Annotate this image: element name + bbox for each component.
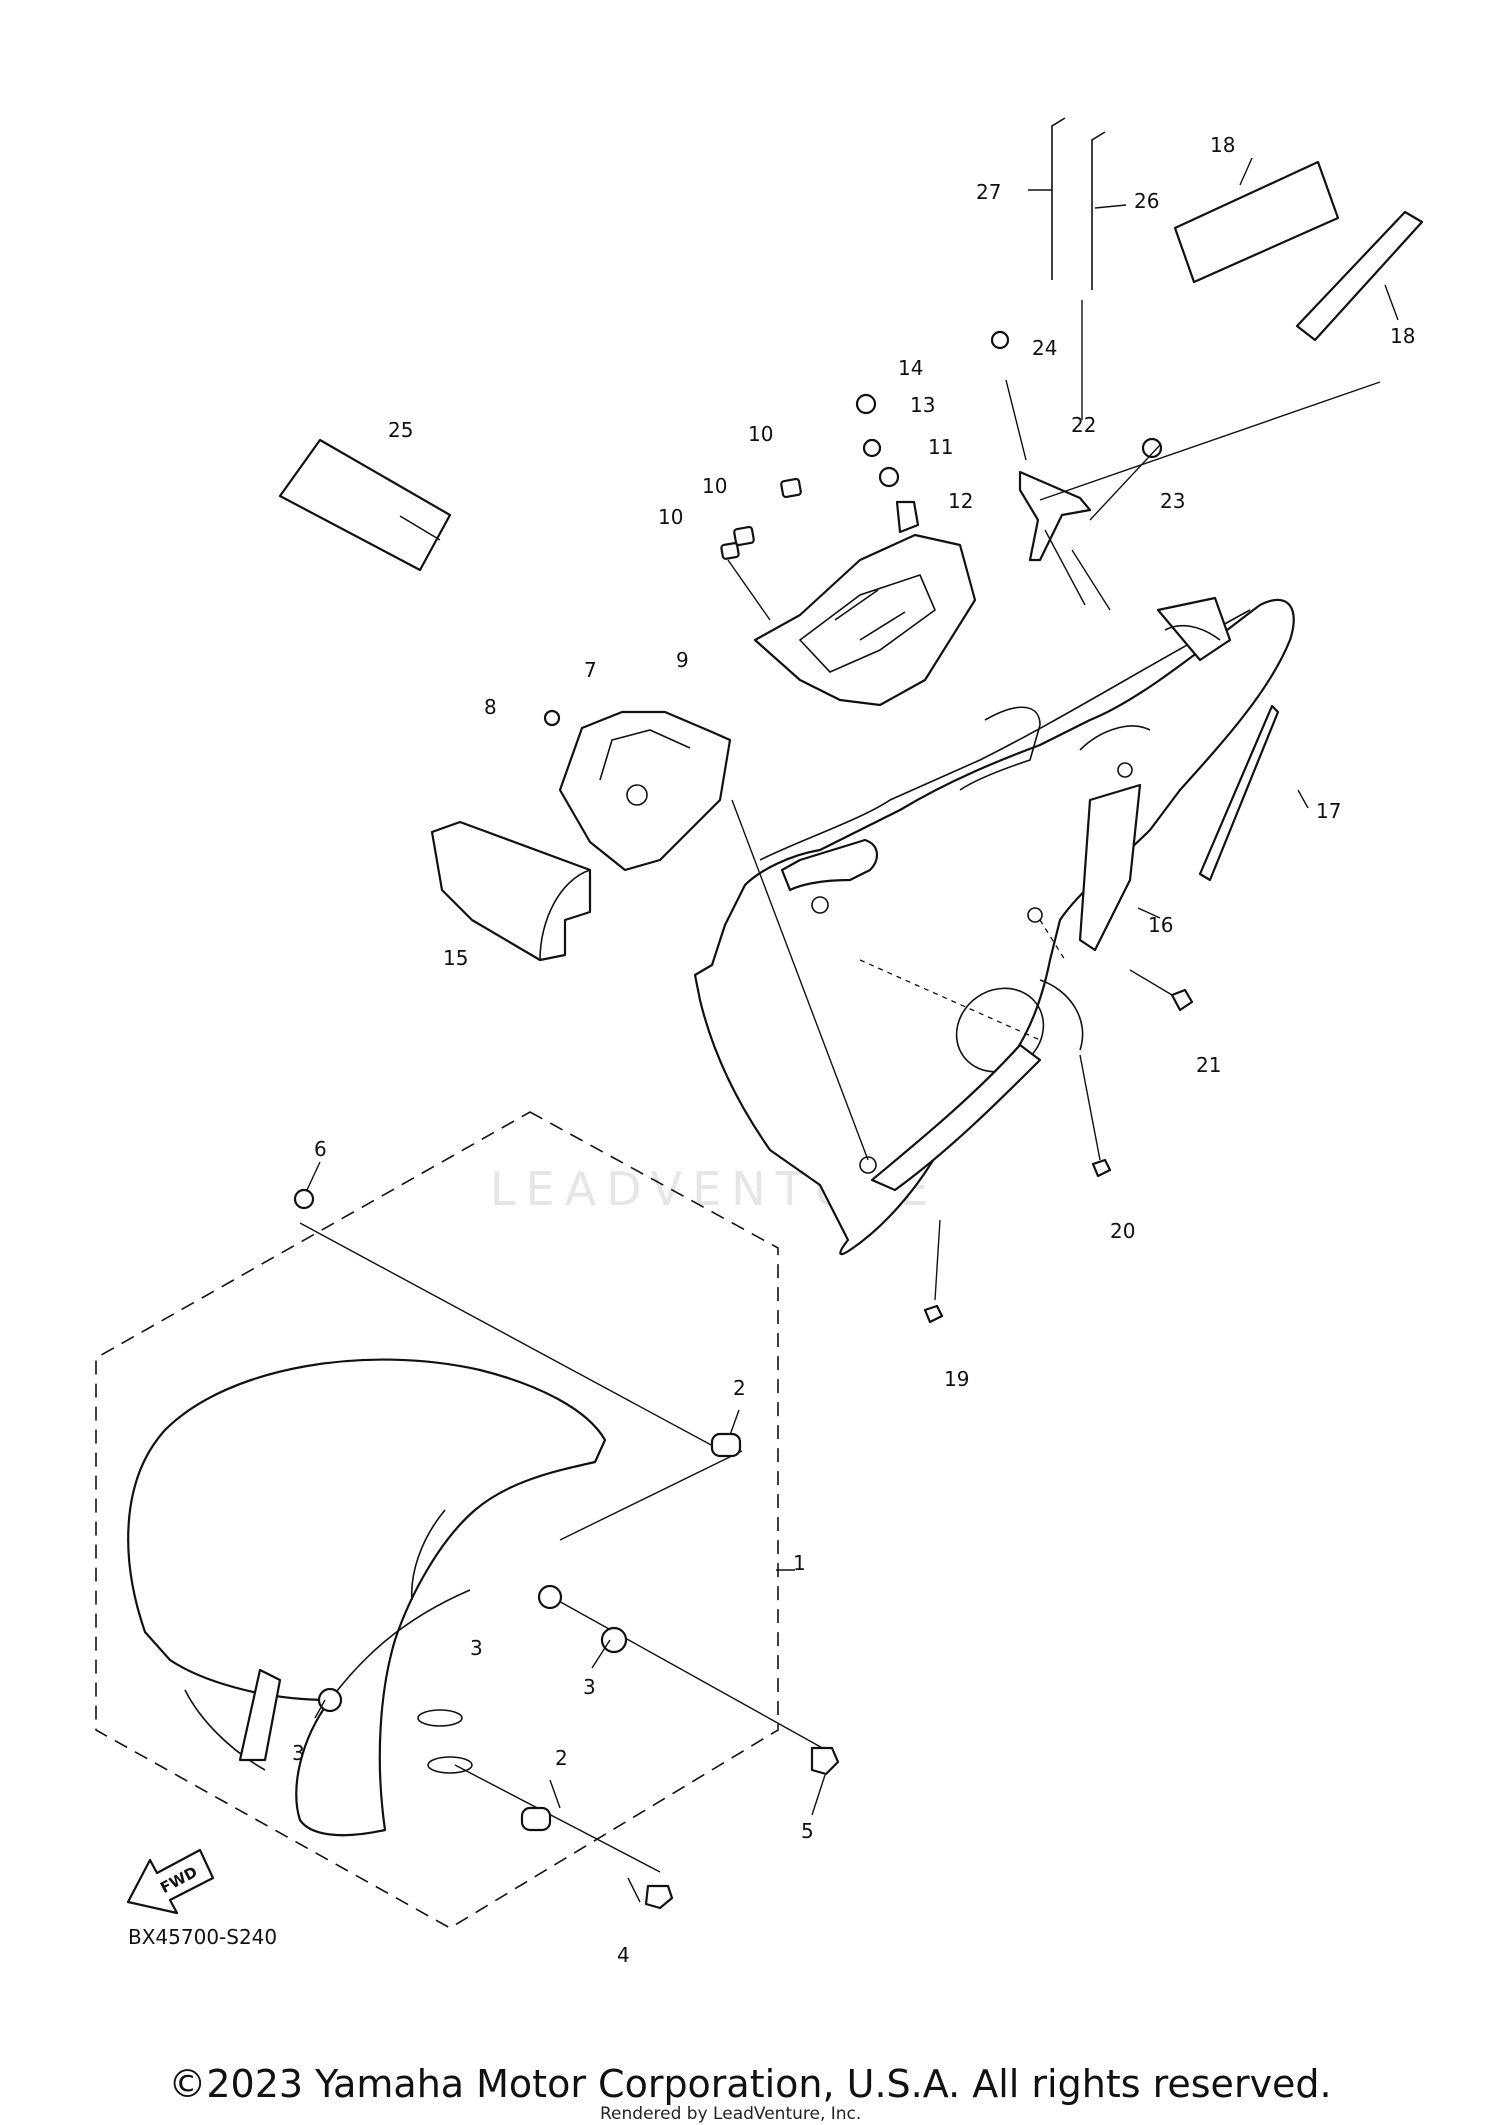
bolt-24[interactable] xyxy=(990,330,1010,350)
callout-21: 21 xyxy=(1196,1053,1221,1077)
front-fender-dashed-outline xyxy=(95,1111,779,1929)
collar-3-right[interactable] xyxy=(600,1626,628,1654)
callout-20: 20 xyxy=(1110,1219,1135,1243)
collar-3-left[interactable] xyxy=(317,1687,343,1713)
callout-10-low: 10 xyxy=(658,505,683,529)
side-cover-16[interactable] xyxy=(1078,783,1142,952)
grommet-2-upper[interactable] xyxy=(710,1432,742,1458)
callout-6: 6 xyxy=(314,1137,327,1161)
nut-6[interactable] xyxy=(293,1188,315,1210)
rendered-by-credit: Rendered by LeadVenture, Inc. xyxy=(600,2104,862,2124)
washer-13[interactable] xyxy=(862,438,882,458)
rear-small-parts xyxy=(923,969,1194,1324)
callout-12: 12 xyxy=(948,489,973,513)
callout-8: 8 xyxy=(484,695,497,719)
callout-19: 19 xyxy=(944,1367,969,1391)
grommet-2-lower[interactable] xyxy=(520,1806,552,1832)
callout-7: 7 xyxy=(584,658,597,682)
grommet-23[interactable] xyxy=(1141,437,1163,459)
tool-pouch-25[interactable] xyxy=(278,438,452,572)
callout-27: 27 xyxy=(976,180,1001,204)
seat-pad-18-lower[interactable] xyxy=(1295,210,1424,342)
screw-19[interactable] xyxy=(923,1304,944,1324)
seat-pad-18-upper[interactable] xyxy=(1173,160,1340,284)
callout-11: 11 xyxy=(928,435,953,459)
collar-3-center[interactable] xyxy=(537,1584,563,1610)
callout-15: 15 xyxy=(443,946,468,970)
callout-23: 23 xyxy=(1160,489,1185,513)
stripe-17[interactable] xyxy=(1198,704,1280,882)
callout-2-upper: 2 xyxy=(733,1376,746,1400)
battery-box-9[interactable] xyxy=(753,533,977,707)
bolt-14[interactable] xyxy=(855,393,877,415)
rod-26[interactable] xyxy=(1091,131,1106,290)
callout-3-right: 3 xyxy=(583,1675,596,1699)
callout-26: 26 xyxy=(1134,189,1159,213)
callout-14: 14 xyxy=(898,356,923,380)
rear-cowl-group xyxy=(693,596,1295,1256)
grommet-11[interactable] xyxy=(878,466,900,488)
bolt-5[interactable] xyxy=(810,1746,840,1776)
callout-24: 24 xyxy=(1032,336,1057,360)
callout-10-mid: 10 xyxy=(702,474,727,498)
callout-18-lower: 18 xyxy=(1390,324,1415,348)
callout-9: 9 xyxy=(676,648,689,672)
callout-13: 13 xyxy=(910,393,935,417)
copyright-notice: ©2023 Yamaha Motor Corporation, U.S.A. A… xyxy=(168,2062,1332,2106)
front-fender[interactable] xyxy=(127,1358,607,1837)
bracket-22[interactable] xyxy=(1018,470,1092,562)
tray-7[interactable] xyxy=(558,710,732,872)
front-fender-group xyxy=(95,1111,836,1929)
callout-22: 22 xyxy=(1071,413,1096,437)
callout-16: 16 xyxy=(1148,913,1173,937)
callout-4: 4 xyxy=(617,1943,630,1967)
screw-20[interactable] xyxy=(1091,1158,1112,1178)
collar-12[interactable] xyxy=(895,500,920,534)
screw-8[interactable] xyxy=(543,709,561,727)
callout-3-left: 3 xyxy=(292,1741,305,1765)
callout-17: 17 xyxy=(1316,799,1341,823)
callout-18-upper: 18 xyxy=(1210,133,1235,157)
callout-3-center: 3 xyxy=(470,1636,483,1660)
damper-10-low[interactable] xyxy=(720,542,740,560)
callout-2-lower: 2 xyxy=(555,1746,568,1770)
rod-27[interactable] xyxy=(1051,117,1066,280)
damper-10-mid[interactable] xyxy=(733,525,755,547)
callout-5: 5 xyxy=(801,1819,814,1843)
cover-15[interactable] xyxy=(430,820,592,962)
damper-10-top[interactable] xyxy=(780,477,802,499)
screw-21[interactable] xyxy=(1170,988,1194,1012)
fender-fasteners xyxy=(293,1188,840,1910)
diagram-code: BX45700-S240 xyxy=(128,1925,278,1949)
callout-10-top: 10 xyxy=(748,422,773,446)
callout-25: 25 xyxy=(388,418,413,442)
bolt-4[interactable] xyxy=(644,1884,674,1910)
callout-1: 1 xyxy=(793,1551,806,1575)
